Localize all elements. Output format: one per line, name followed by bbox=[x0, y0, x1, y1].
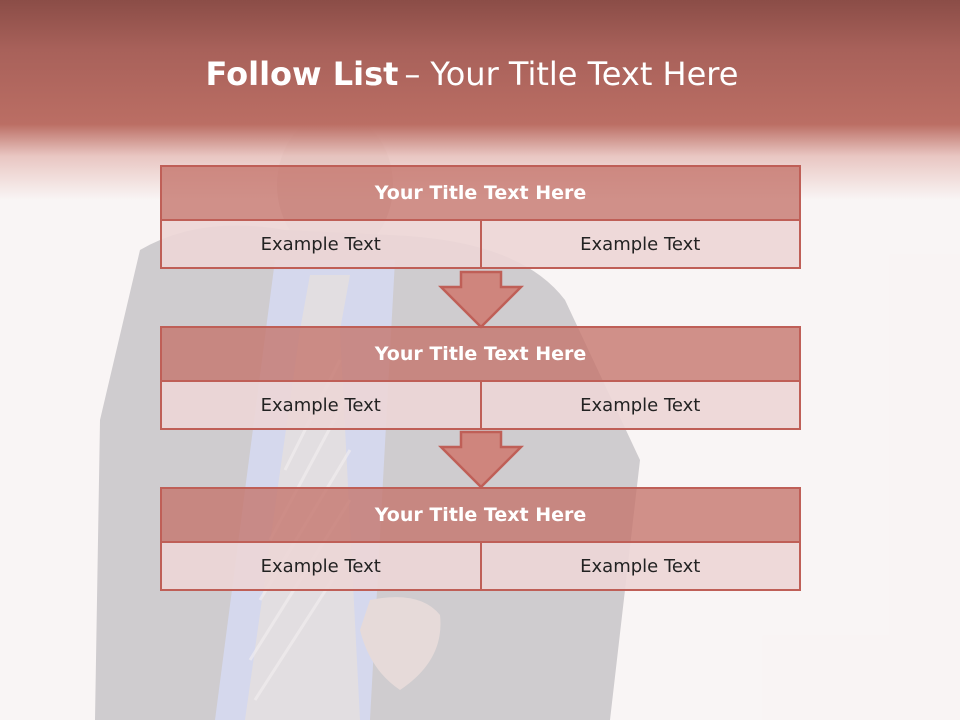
step-cell-right: Example Text bbox=[479, 219, 801, 269]
step-cell-left: Example Text bbox=[160, 219, 482, 269]
step-title: Your Title Text Here bbox=[160, 487, 801, 543]
step-cell-left: Example Text bbox=[160, 541, 482, 591]
step-block-1: Your Title Text Here Example Text Exampl… bbox=[160, 165, 801, 269]
step-cell-left: Example Text bbox=[160, 380, 482, 430]
slide-title: Follow List–Your Title Text Here bbox=[0, 55, 944, 93]
step-cell-right: Example Text bbox=[479, 541, 801, 591]
step-cell-right: Example Text bbox=[479, 380, 801, 430]
step-row: Example Text Example Text bbox=[160, 380, 801, 430]
slide-title-bold: Follow List bbox=[205, 55, 399, 93]
slide-title-rest: Your Title Text Here bbox=[430, 55, 739, 93]
step-row: Example Text Example Text bbox=[160, 219, 801, 269]
step-title: Your Title Text Here bbox=[160, 326, 801, 382]
step-block-2: Your Title Text Here Example Text Exampl… bbox=[160, 326, 801, 430]
down-arrow-icon bbox=[438, 270, 524, 329]
down-arrow-icon bbox=[438, 430, 524, 489]
step-title: Your Title Text Here bbox=[160, 165, 801, 221]
step-row: Example Text Example Text bbox=[160, 541, 801, 591]
slide-title-dash: – bbox=[404, 55, 421, 93]
step-block-3: Your Title Text Here Example Text Exampl… bbox=[160, 487, 801, 591]
